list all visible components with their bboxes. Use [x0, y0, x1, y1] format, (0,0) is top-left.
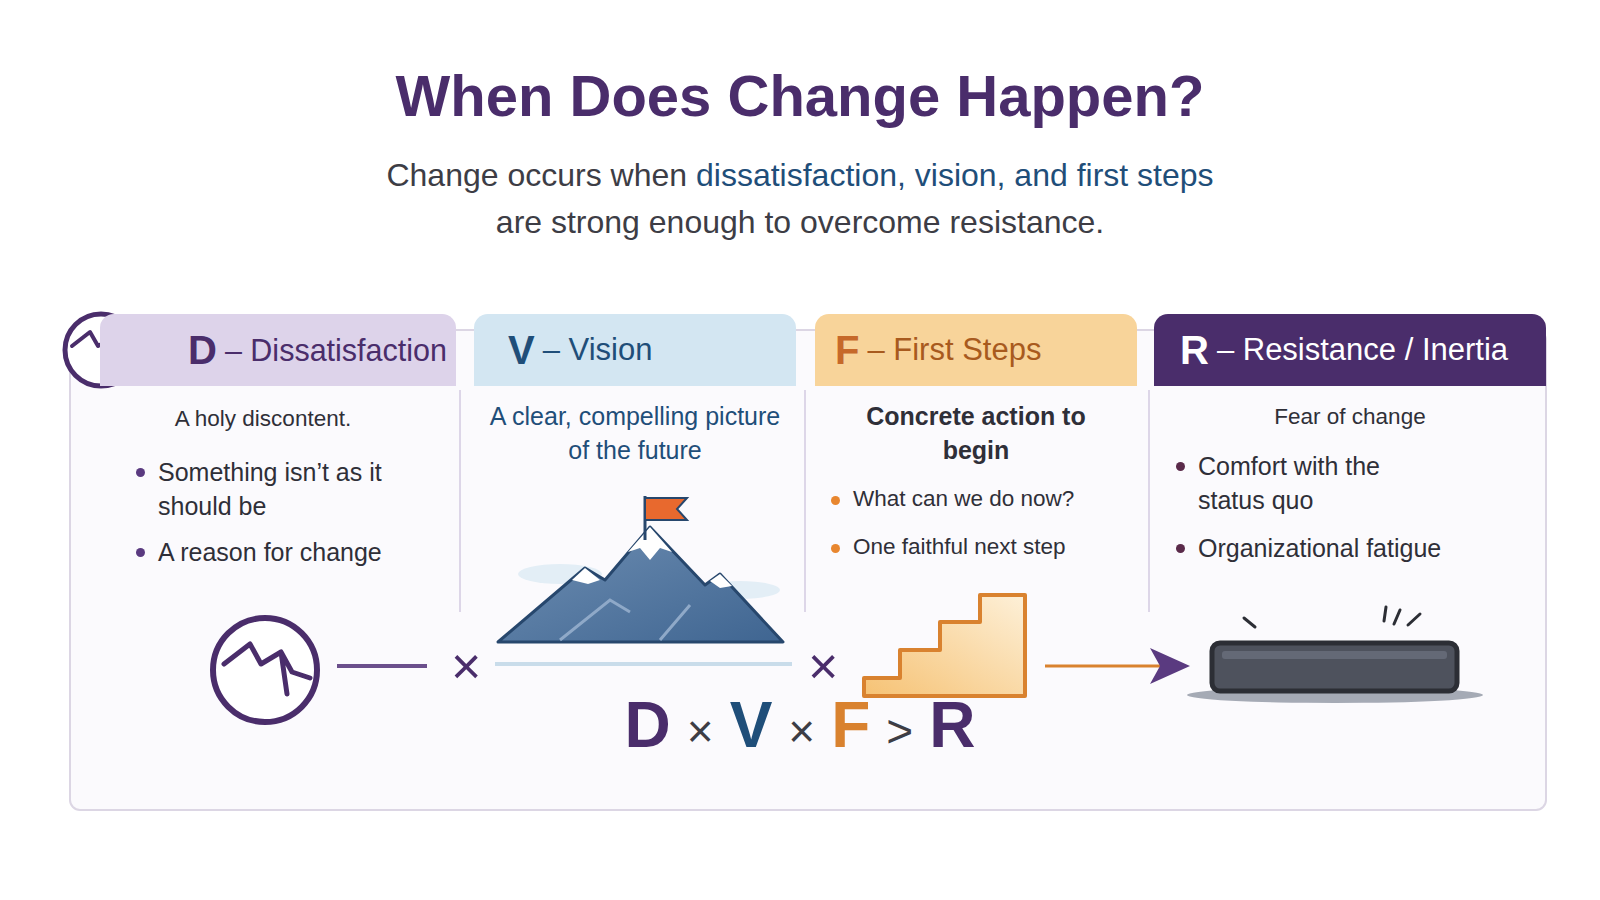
column-panel: R– Resistance / InertiaFear of changeCom… — [1154, 314, 1546, 614]
header-letter: V — [508, 328, 535, 373]
bullet-item: Comfort with the status quo — [1172, 450, 1432, 518]
multiply-sign: × — [451, 640, 481, 692]
subtitle-text: Change occurs when — [386, 157, 687, 193]
header-letter: F — [835, 328, 859, 373]
formula-term: V — [730, 690, 773, 760]
bullet-item: One faithful next step — [827, 532, 1137, 562]
column-header: D– Dissatisfaction — [100, 314, 456, 386]
column-header: F– First Steps — [815, 314, 1137, 386]
drawing-part — [710, 574, 732, 588]
outer-panel — [70, 330, 1546, 810]
drawing-part — [498, 527, 783, 642]
drawing-part — [1212, 643, 1457, 691]
column-dividers — [460, 390, 1149, 612]
stairs-illustration — [864, 595, 1025, 696]
drawing-part — [518, 564, 602, 584]
formula-operator: × — [687, 706, 714, 757]
header-title: – Resistance / Inertia — [1217, 332, 1508, 368]
column-header: R– Resistance / Inertia — [1154, 314, 1546, 386]
column-lead: Concrete action to begin — [861, 400, 1091, 468]
drawing-part — [645, 498, 687, 520]
column-lead: A holy discontent. — [70, 404, 456, 434]
drawing-part — [804, 390, 806, 612]
column-panel: D– Dissatisfaction A holy discontent. Some… — [70, 314, 456, 614]
multiply-sign: × — [808, 640, 838, 692]
drawing-part — [1150, 648, 1190, 684]
drawing-part — [459, 390, 461, 612]
crack-icon-large — [213, 618, 317, 722]
column-lead: Fear of change — [1154, 402, 1546, 432]
bullet-item: A reason for change — [132, 536, 432, 570]
subtitle-line: Change occurs whendissatisfaction, visio… — [0, 157, 1600, 194]
header-title: – Vision — [543, 332, 653, 368]
formula-term: F — [831, 690, 870, 760]
header-title: – First Steps — [867, 332, 1041, 368]
column-lead: A clear, compelling picture of the futur… — [484, 400, 786, 468]
formula-operator: × — [788, 706, 815, 757]
drawing-part — [572, 568, 600, 584]
drawing-part — [628, 527, 672, 560]
drawing-part — [1394, 610, 1400, 624]
drawing-part — [1384, 607, 1386, 621]
column-header: V– Vision — [474, 314, 796, 386]
formula: D × V × F > R — [0, 690, 1600, 760]
bullet-item: Something isn’t as it should be — [132, 456, 382, 524]
title: When Does Change Happen? — [0, 62, 1600, 129]
drawing-part — [1408, 614, 1420, 625]
column-panel: F– First StepsConcrete action to beginWh… — [815, 314, 1137, 614]
drawing-part — [1222, 651, 1447, 659]
resistance-bar — [1187, 607, 1483, 703]
drawing-part — [864, 595, 1025, 696]
drawing-part — [1148, 390, 1150, 612]
subtitle-highlight: dissatisfaction, vision, and first steps — [696, 157, 1214, 193]
mountain-illustration — [495, 496, 792, 664]
drawing-part — [560, 600, 690, 640]
formula-operator: > — [886, 706, 913, 757]
header-title: – Dissatisfaction — [225, 333, 447, 368]
drawing-part — [1244, 618, 1255, 627]
subtitle-line: are strong enough to overcome resistance… — [0, 204, 1600, 241]
drawing-part — [495, 662, 792, 666]
drawing-part — [213, 618, 317, 722]
formula-term: D — [625, 690, 671, 760]
header-letter: R — [1180, 328, 1209, 373]
drawing-part — [224, 644, 310, 694]
arrow — [1045, 648, 1190, 684]
header-letter: D — [188, 328, 217, 373]
formula-term: R — [929, 690, 975, 760]
column-panel: V– Vision A clear, compelling picture of … — [474, 314, 796, 614]
connector-line — [337, 664, 427, 668]
subtitle-text: are strong enough to overcome resistance… — [496, 204, 1104, 240]
drawing-part — [1045, 665, 1172, 668]
bullet-item: What can we do now? — [827, 484, 1137, 514]
bullet-item: Organizational fatigue — [1172, 532, 1512, 566]
